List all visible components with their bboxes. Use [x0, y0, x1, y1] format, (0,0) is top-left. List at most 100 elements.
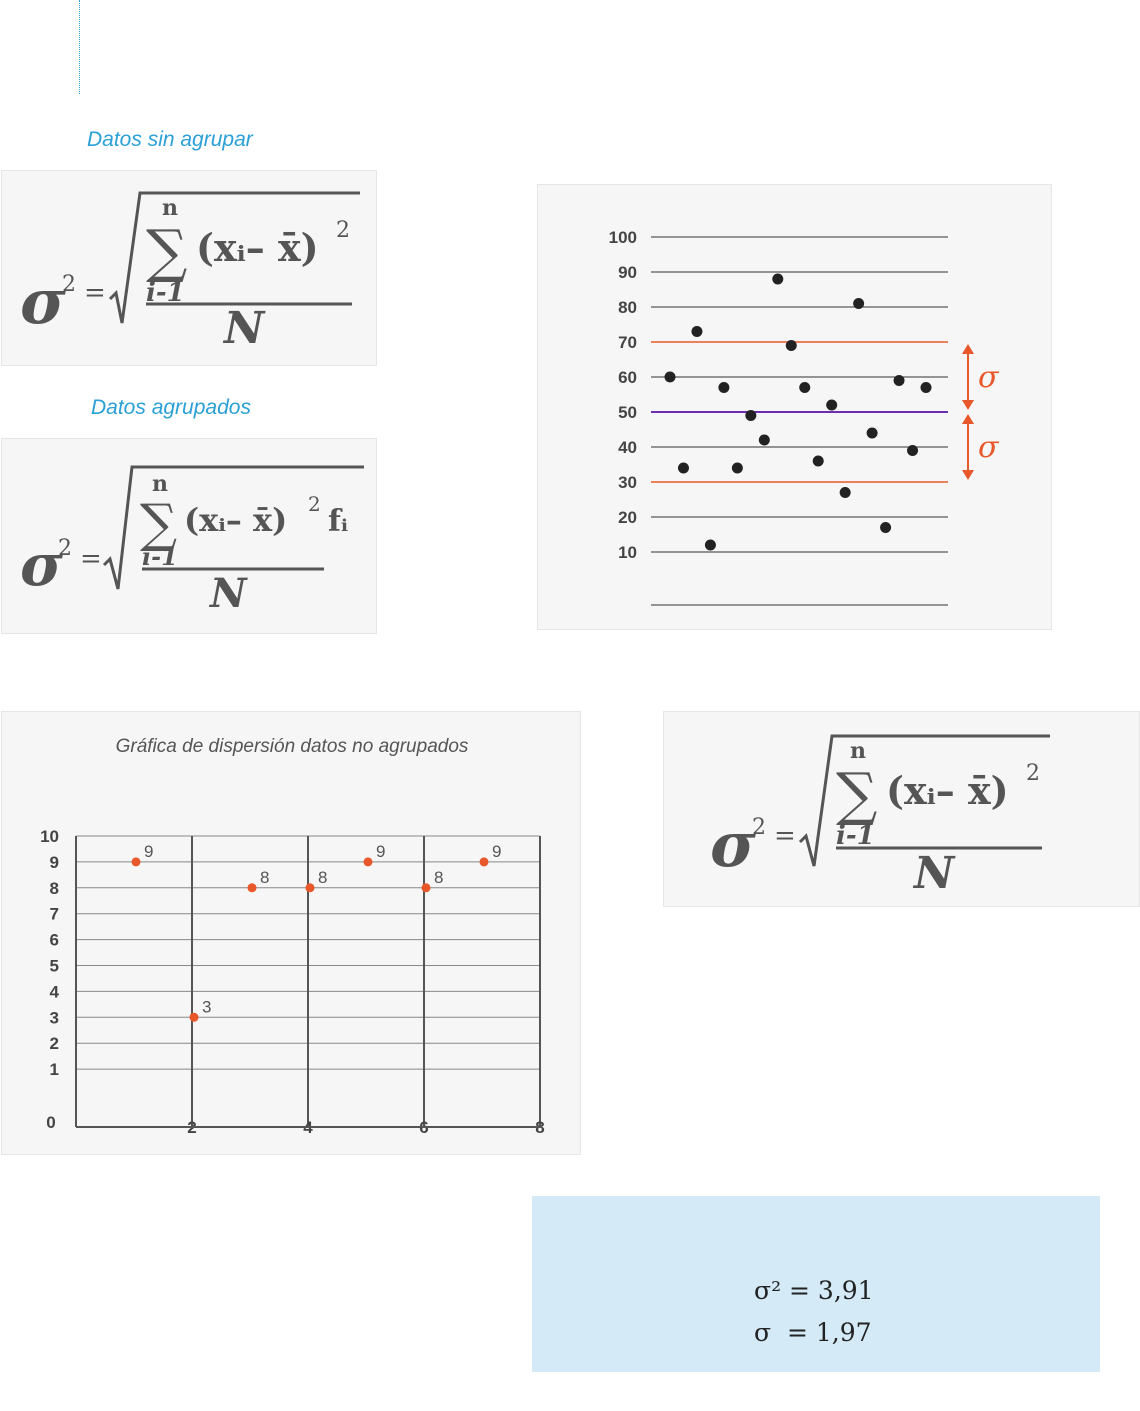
data-point — [799, 382, 811, 393]
chart-title: Gráfica de dispersión datos no agrupados — [115, 736, 469, 757]
data-point — [920, 382, 932, 393]
formula-panel-ungrouped-2: σ 2 = n ∑ (xᵢ– x̄) 2 i-1 N — [663, 711, 1140, 907]
radical-sign — [102, 465, 364, 590]
variance-result: σ² = 3,91 — [754, 1276, 874, 1305]
sum-lower: i-1 — [836, 821, 875, 851]
y-tick-label: 5 — [50, 957, 59, 976]
sigma-label-lower: σ — [978, 430, 1000, 465]
data-point — [677, 462, 689, 474]
y-tick-label: 40 — [618, 438, 637, 457]
dispersion-chart: 10 20 30 40 50 60 70 80 90 100 σσ — [609, 228, 1000, 606]
data-point — [866, 427, 878, 439]
sum-term: (xᵢ– x̄) — [196, 225, 319, 270]
caption-grouped: Datos agrupados — [91, 396, 251, 419]
data-point — [691, 326, 703, 337]
data-label: 8 — [318, 868, 327, 887]
decorative-dotted-line — [79, 0, 80, 94]
data-point — [745, 410, 757, 421]
sum-upper: n — [850, 738, 866, 764]
data-point — [772, 273, 784, 285]
y-tick-label: 3 — [50, 1008, 59, 1027]
data-point — [704, 539, 716, 551]
data-point — [189, 1012, 199, 1022]
sigma-arrow-upper-head-down — [962, 400, 974, 410]
term-exponent: 2 — [308, 492, 321, 516]
formula-sigma: σ — [710, 808, 756, 881]
formula-equals: = — [84, 278, 106, 308]
data-point — [363, 857, 373, 867]
data-point — [880, 522, 892, 533]
formula-ungrouped: σ 2 = n ∑ (xᵢ– x̄) 2 i-1 N — [20, 191, 360, 354]
formula-exponent: 2 — [62, 272, 76, 297]
data-point — [131, 857, 141, 867]
std-deviation-result: σ = 1,97 — [754, 1318, 872, 1347]
y-tick-label: 70 — [618, 333, 637, 352]
formula-panel-ungrouped: σ 2 = n ∑ (xᵢ– x̄) 2 i-1 N — [1, 170, 377, 366]
term-exponent: 2 — [1026, 761, 1040, 786]
sum-term: (xᵢ– x̄) — [886, 768, 1009, 813]
formula-denominator: N — [222, 303, 266, 354]
y-tick-label: 90 — [618, 263, 637, 282]
y-tick-label: 10 — [40, 827, 59, 846]
sum-term: (xᵢ– x̄) — [184, 501, 287, 539]
data-point — [893, 375, 905, 386]
radical-sign — [798, 734, 1050, 867]
frequency-term: fᵢ — [328, 504, 348, 539]
formula-exponent: 2 — [58, 536, 72, 561]
sum-symbol: ∑ — [140, 494, 177, 554]
formula-ungrouped-2: σ 2 = n ∑ (xᵢ– x̄) 2 i-1 N — [710, 734, 1050, 899]
chart-panel-scatter: Gráfica de dispersión datos no agrupados… — [1, 711, 581, 1155]
scatter-chart: 12345678910246809388989 — [40, 827, 545, 1137]
sum-upper: n — [152, 471, 168, 497]
data-point — [247, 883, 257, 893]
y-tick-label: 4 — [50, 982, 60, 1001]
data-point — [853, 298, 865, 309]
data-point — [907, 445, 919, 456]
data-point — [664, 371, 676, 383]
formula-denominator: N — [208, 570, 248, 617]
data-point — [479, 857, 489, 867]
data-point — [785, 340, 797, 351]
y-tick-label: 30 — [618, 473, 637, 492]
data-point — [305, 883, 315, 893]
data-label: 3 — [202, 997, 211, 1016]
data-point — [839, 487, 851, 498]
y-tick-label: 2 — [50, 1034, 59, 1053]
formula-equals: = — [80, 544, 102, 574]
data-point — [718, 382, 730, 393]
results-box: σ² = 3,91 σ = 1,97 — [532, 1196, 1100, 1372]
y-tick-label: 9 — [50, 853, 59, 872]
caption-ungrouped: Datos sin agrupar — [87, 128, 253, 151]
sum-upper: n — [162, 195, 178, 221]
y-tick-label: 60 — [618, 368, 637, 387]
data-label: 9 — [492, 842, 501, 861]
y-tick-label: 20 — [618, 508, 637, 527]
y-tick-label: 1 — [50, 1060, 59, 1079]
data-point — [421, 883, 431, 893]
sigma-label-upper: σ — [978, 360, 1000, 395]
sigma-arrow-lower-head-up — [962, 414, 974, 424]
data-label: 9 — [144, 842, 153, 861]
y-tick-label: 8 — [50, 879, 59, 898]
term-exponent: 2 — [336, 218, 350, 243]
radical-sign — [108, 191, 360, 324]
y-tick-label: 50 — [618, 403, 637, 422]
sum-symbol: ∑ — [836, 760, 877, 828]
sum-lower: i-1 — [142, 542, 178, 571]
formula-denominator: N — [912, 848, 956, 899]
data-point — [812, 455, 824, 467]
formula-panel-grouped: σ 2 = n ∑ (xᵢ– x̄) 2 fᵢ i-1 N — [1, 438, 377, 634]
formula-sigma: σ — [20, 265, 66, 338]
y-tick-label: 100 — [609, 228, 637, 247]
y-tick-label: 10 — [618, 543, 637, 562]
sigma-arrow-lower-head-down — [962, 470, 974, 480]
y-tick-label: 80 — [618, 298, 637, 317]
sum-symbol: ∑ — [146, 217, 187, 285]
origin-label: 0 — [46, 1113, 55, 1132]
data-label: 8 — [434, 868, 443, 887]
y-tick-label: 6 — [50, 931, 59, 950]
formula-sigma: σ — [20, 531, 63, 599]
sigma-arrow-upper-head-up — [962, 344, 974, 354]
data-label: 8 — [260, 868, 269, 887]
